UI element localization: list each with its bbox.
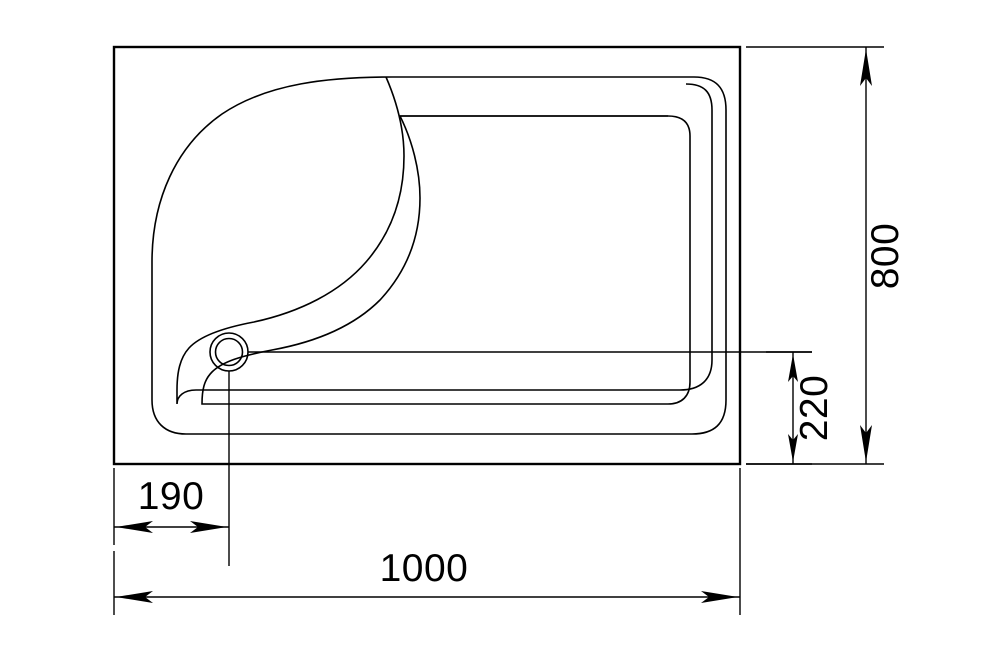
arrowhead-down-220	[788, 434, 798, 462]
arrowhead-up-220	[788, 354, 798, 382]
dim-label-190: 190	[138, 475, 205, 518]
arrowhead-right-1000	[701, 591, 738, 603]
arrowhead-left-1000	[116, 591, 153, 603]
dim-label-220: 220	[793, 375, 836, 442]
arrowhead-down-800	[860, 425, 872, 462]
dim-label-800: 800	[864, 223, 907, 290]
drain-inner-circle	[214, 337, 244, 367]
tray-rim-inner-contour	[176, 76, 713, 405]
arrowhead-right-190	[190, 521, 227, 533]
basin-floor-outline	[201, 115, 691, 405]
tray-outline	[151, 76, 727, 435]
arrowhead-up-800	[860, 49, 872, 86]
outer-envelope-rectangle	[112, 45, 742, 466]
arrowhead-left-190	[116, 521, 153, 533]
dim-label-1000: 1000	[380, 547, 469, 590]
